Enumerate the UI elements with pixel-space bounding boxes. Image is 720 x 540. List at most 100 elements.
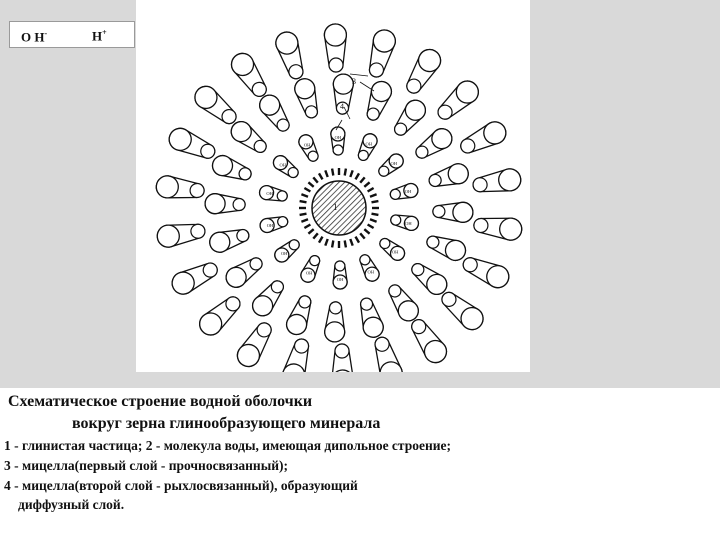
ion-tick xyxy=(299,212,307,217)
ion-tick xyxy=(369,193,378,198)
inner-water-molecule xyxy=(298,134,319,162)
middle-water-molecule xyxy=(428,163,469,188)
middle-water-molecule xyxy=(204,193,246,215)
inner-molecule-label: OH xyxy=(304,143,311,148)
ion-tick xyxy=(359,176,366,184)
inner-water-molecule xyxy=(359,254,380,282)
callout-label-4: 4 xyxy=(340,102,344,111)
inner-water-molecule xyxy=(259,216,289,234)
middle-water-molecule xyxy=(359,297,384,338)
ion-tick xyxy=(363,228,371,235)
outer-water-molecule xyxy=(411,319,448,364)
callout-label-3: 3 xyxy=(352,77,356,86)
outer-water-molecule xyxy=(282,338,310,387)
middle-water-molecule xyxy=(366,80,393,121)
inner-water-molecule xyxy=(378,153,404,177)
caption-title-line-2: вокруг зерна глинообразующего минерала xyxy=(72,415,381,432)
inner-molecule-label: OH xyxy=(281,251,288,256)
inner-water-molecule xyxy=(300,255,321,283)
caption-title-line-1: Схематическое строение водной оболочки xyxy=(8,393,313,410)
ion-tick xyxy=(343,168,348,176)
ion-tick xyxy=(366,223,375,230)
outer-water-molecule xyxy=(156,223,206,248)
ion-tick xyxy=(343,240,348,248)
outer-water-molecule xyxy=(330,343,355,393)
inner-water-molecule xyxy=(389,182,419,200)
middle-water-molecule xyxy=(332,73,354,115)
outer-water-molecule xyxy=(460,121,507,154)
ion-tick xyxy=(307,228,315,235)
outer-water-molecule xyxy=(473,217,523,241)
middle-water-molecule xyxy=(415,128,453,159)
outer-water-molecule xyxy=(472,168,522,193)
inner-molecule-label: OH xyxy=(368,270,375,275)
middle-water-molecule xyxy=(225,257,263,288)
caption-legend-line-1: 1 - глинистая частица; 2 - молекула воды… xyxy=(4,438,452,453)
ion-tick xyxy=(354,235,361,244)
outer-water-molecule xyxy=(441,291,484,331)
ion-tick xyxy=(349,169,354,178)
middle-water-molecule xyxy=(211,154,252,181)
outer-water-molecule xyxy=(275,31,304,80)
ion-tick xyxy=(363,181,371,188)
inner-molecule-label: OH xyxy=(280,163,287,168)
ion-tick xyxy=(317,235,324,244)
outer-water-molecule xyxy=(374,336,403,385)
ion-tick xyxy=(324,169,329,178)
ion-tick xyxy=(300,193,309,198)
inner-molecule-label: OH xyxy=(405,221,412,226)
outer-water-molecule xyxy=(323,23,348,73)
outer-water-molecule xyxy=(437,80,479,120)
middle-water-molecule xyxy=(388,284,419,322)
inner-molecule-label: OH xyxy=(391,161,398,166)
caption-legend-line-2: 3 - мицелла(первый слой - прочносвязанны… xyxy=(4,458,289,473)
middle-water-molecule xyxy=(324,301,346,343)
inner-molecule-label: OH xyxy=(267,223,274,228)
ion-tick xyxy=(303,186,312,193)
inner-water-molecule xyxy=(272,155,299,179)
middle-water-molecule xyxy=(393,99,427,136)
hydrogen-ion-label: H+ xyxy=(92,28,107,44)
ion-tick xyxy=(330,168,335,176)
inner-water-molecule xyxy=(332,260,348,290)
middle-water-molecule xyxy=(209,228,250,253)
middle-water-molecule xyxy=(432,201,474,223)
inner-molecule-label: OH xyxy=(366,142,373,147)
ion-tick xyxy=(324,238,329,247)
ion-tick xyxy=(349,238,354,247)
clay-particle-label: 1 xyxy=(333,202,338,212)
hydroxide-ion-label: O H- xyxy=(21,29,48,45)
inner-molecule-label: OH xyxy=(337,277,344,282)
outer-water-molecule xyxy=(194,85,237,125)
inner-molecule-label: OH xyxy=(392,249,399,254)
ion-tick xyxy=(371,199,379,204)
middle-water-molecule xyxy=(426,235,467,262)
adsorption-ion-ticks xyxy=(299,168,379,248)
inner-water-molecule xyxy=(357,133,378,161)
inner-water-molecule xyxy=(258,184,288,202)
inner-water-molecule xyxy=(330,126,346,156)
inner-water-molecule xyxy=(274,239,300,263)
inner-molecule-label: OH xyxy=(405,189,412,194)
inner-molecule-label: OH xyxy=(306,270,313,275)
outer-water-molecule xyxy=(199,296,241,336)
middle-water-molecule xyxy=(259,94,290,132)
middle-water-molecule xyxy=(251,280,285,317)
caption-legend-line-4: диффузный слой. xyxy=(18,497,125,512)
clay-particle: 1 xyxy=(311,180,367,236)
inner-molecule-label: OH xyxy=(335,135,342,140)
middle-water-molecule xyxy=(230,120,267,154)
ion-tick xyxy=(307,181,315,188)
ion-tick xyxy=(371,212,379,217)
outer-water-molecule xyxy=(368,29,396,78)
ion-tick xyxy=(303,223,312,230)
ion-tick xyxy=(330,240,335,248)
ion-tick xyxy=(317,172,324,181)
middle-water-molecule xyxy=(411,262,448,296)
ion-tick xyxy=(300,218,309,223)
ion-tick xyxy=(312,232,319,240)
outer-water-molecule xyxy=(171,262,218,295)
